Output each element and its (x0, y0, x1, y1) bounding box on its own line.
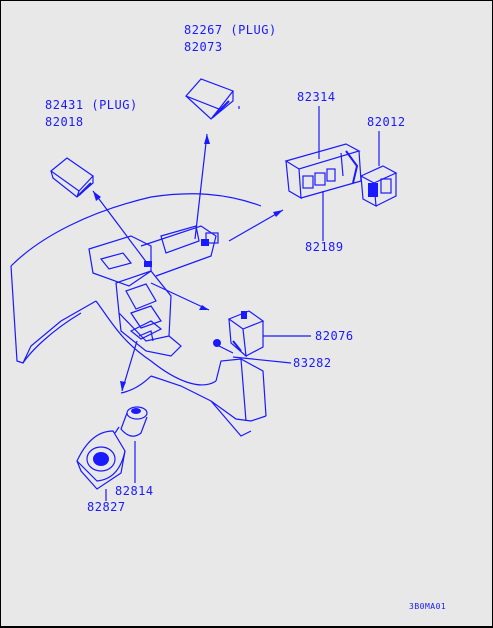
leader-lines (92, 106, 284, 392)
socket-82814-icon (114, 406, 148, 437)
label-82012: 82012 (367, 115, 406, 129)
plug-82073-icon (184, 78, 234, 120)
console-details (144, 232, 219, 267)
switch-82314-icon (284, 143, 362, 200)
center-console (88, 225, 217, 357)
screw-83282-icon (213, 339, 234, 354)
label-82431: 82431 (PLUG) (45, 98, 138, 112)
label-82073: 82073 (184, 40, 223, 54)
switch-82012-icon (359, 165, 398, 208)
footer-code: 3B0MA01 (409, 602, 446, 611)
label-82827: 82827 (87, 500, 126, 514)
label-83282: 83282 (293, 356, 332, 370)
label-82076: 82076 (315, 329, 354, 343)
label-82814: 82814 (115, 484, 154, 498)
callout-lines (105, 106, 380, 501)
switch-82076-icon (227, 310, 265, 358)
label-82267: 82267 (PLUG) (184, 23, 277, 37)
label-82018: 82018 (45, 115, 84, 129)
dashboard-outline (10, 193, 267, 437)
label-82189: 82189 (305, 240, 344, 254)
label-82314: 82314 (297, 90, 336, 104)
plug-82018-icon (50, 157, 94, 198)
bezel-82827-icon (76, 430, 126, 490)
